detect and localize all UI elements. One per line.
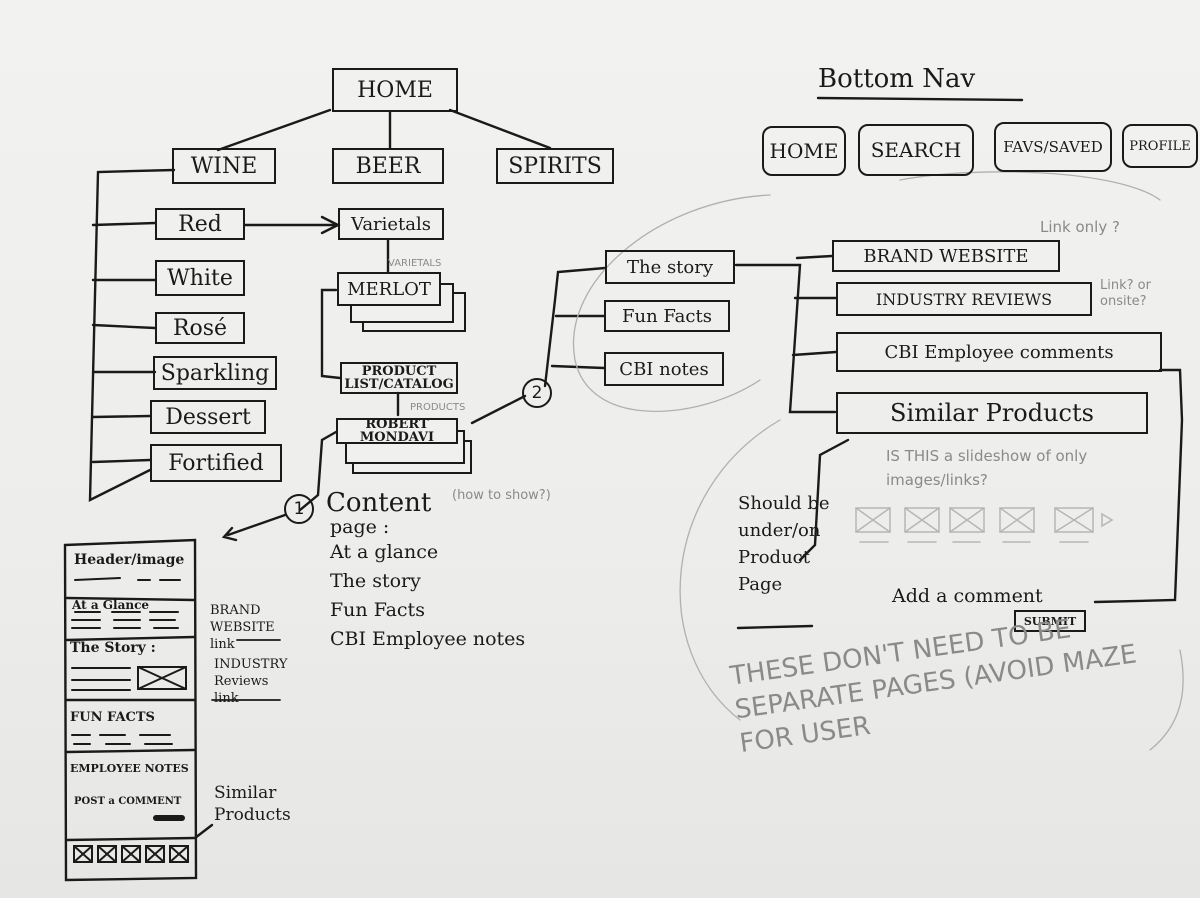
story-branches bbox=[734, 254, 838, 414]
branch-the-story[interactable]: The story bbox=[605, 250, 735, 284]
bottom-nav-title: Bottom Nav bbox=[818, 64, 976, 94]
brand-website-box[interactable]: BRAND WEBSITE bbox=[832, 240, 1060, 272]
pencil-curve-1 bbox=[572, 194, 771, 412]
content-page-items: At a glance The story Fun Facts CBI Empl… bbox=[330, 538, 525, 654]
branch-fun-facts[interactable]: Fun Facts bbox=[604, 300, 730, 332]
pencil-curve-3 bbox=[679, 419, 781, 721]
content-item: The story bbox=[330, 570, 421, 592]
link-only-note: Link only ? bbox=[1040, 218, 1120, 236]
red-varietals-arrow bbox=[243, 215, 341, 235]
nav-search[interactable]: SEARCH bbox=[858, 124, 974, 176]
wf-note-brand-website: BRAND WEBSITE link bbox=[210, 603, 275, 652]
wf-header: Header/image bbox=[74, 552, 185, 568]
products-note: PRODUCTS bbox=[410, 402, 466, 413]
content-page-subtitle: page : bbox=[330, 516, 390, 538]
category-beer[interactable]: BEER bbox=[332, 148, 444, 184]
wf-fun-facts: FUN FACTS bbox=[70, 710, 155, 725]
wf-post-comment: POST a COMMENT bbox=[74, 796, 182, 807]
category-spirits[interactable]: SPIRITS bbox=[496, 148, 614, 184]
merlot-box[interactable]: MERLOT bbox=[337, 272, 441, 306]
bottom-nav-underline bbox=[816, 96, 1024, 102]
comments-bracket bbox=[1093, 368, 1184, 604]
circle2-branches bbox=[543, 266, 607, 388]
pencil-curve-2 bbox=[899, 171, 1161, 201]
wine-sparkling[interactable]: Sparkling bbox=[153, 356, 277, 390]
content-item: Fun Facts bbox=[330, 599, 425, 621]
wine-dessert[interactable]: Dessert bbox=[150, 400, 266, 434]
home-box[interactable]: HOME bbox=[332, 68, 458, 112]
marker-1: 1 bbox=[284, 494, 314, 524]
product-list-box[interactable]: PRODUCT LIST/CATALOG bbox=[340, 362, 458, 394]
cbi-comments-box[interactable]: CBI Employee comments bbox=[836, 332, 1162, 372]
slideshow-note: IS THIS a slideshow of only images/links… bbox=[886, 447, 1088, 489]
wf-glance: At a Glance bbox=[72, 598, 150, 612]
arrow-to-wireframe bbox=[221, 513, 287, 542]
robert-mondavi-box[interactable]: ROBERT MONDAVI bbox=[336, 418, 458, 444]
varietals-box[interactable]: Varietals bbox=[338, 208, 444, 240]
nav-profile[interactable]: PROFILE bbox=[1122, 124, 1198, 168]
varietals-connectors bbox=[320, 238, 400, 417]
wine-fortified[interactable]: Fortified bbox=[150, 444, 282, 482]
content-page-note: (how to show?) bbox=[452, 488, 551, 503]
marker-2: 2 bbox=[522, 378, 552, 408]
wf-employee-notes: EMPLOYEE NOTES bbox=[70, 762, 189, 775]
wf-note-similar-products: Similar Products bbox=[214, 783, 291, 825]
placement-note: Should be under/on Product Page bbox=[738, 493, 830, 595]
wine-red[interactable]: Red bbox=[155, 208, 245, 240]
link-or-onsite-note: Link? or onsite? bbox=[1100, 278, 1151, 309]
mondavi-to-2 bbox=[470, 394, 527, 425]
pencil-curve-4 bbox=[1149, 649, 1184, 751]
content-page-title: Content bbox=[326, 488, 432, 518]
placement-underline bbox=[736, 624, 814, 630]
wf-note-industry-reviews: INDUSTRY Reviews link bbox=[214, 657, 288, 706]
industry-reviews-box[interactable]: INDUSTRY REVIEWS bbox=[836, 282, 1092, 316]
similar-products-box[interactable]: Similar Products bbox=[836, 392, 1148, 434]
nav-home[interactable]: HOME bbox=[762, 126, 846, 176]
wine-rose[interactable]: Rosé bbox=[155, 312, 245, 344]
phone-wireframe-outline bbox=[63, 538, 281, 882]
wine-spine bbox=[88, 168, 176, 502]
content-item: CBI Employee notes bbox=[330, 628, 526, 650]
category-wine[interactable]: WINE bbox=[172, 148, 276, 184]
branch-cbi-notes[interactable]: CBI notes bbox=[604, 352, 724, 386]
home-branches bbox=[216, 108, 552, 152]
add-comment-label: Add a comment bbox=[892, 585, 1043, 607]
content-item: At a glance bbox=[330, 541, 439, 563]
wine-branches bbox=[91, 221, 157, 464]
wf-story: The Story : bbox=[70, 640, 156, 656]
wine-white[interactable]: White bbox=[155, 260, 245, 296]
submit-button[interactable]: SUBMIT bbox=[1014, 610, 1086, 632]
slideshow-placeholders bbox=[855, 507, 1114, 543]
similar-down bbox=[798, 438, 850, 562]
varietals-note: VARIETALS bbox=[388, 258, 442, 269]
nav-favs-saved[interactable]: FAVS/SAVED bbox=[994, 122, 1112, 172]
